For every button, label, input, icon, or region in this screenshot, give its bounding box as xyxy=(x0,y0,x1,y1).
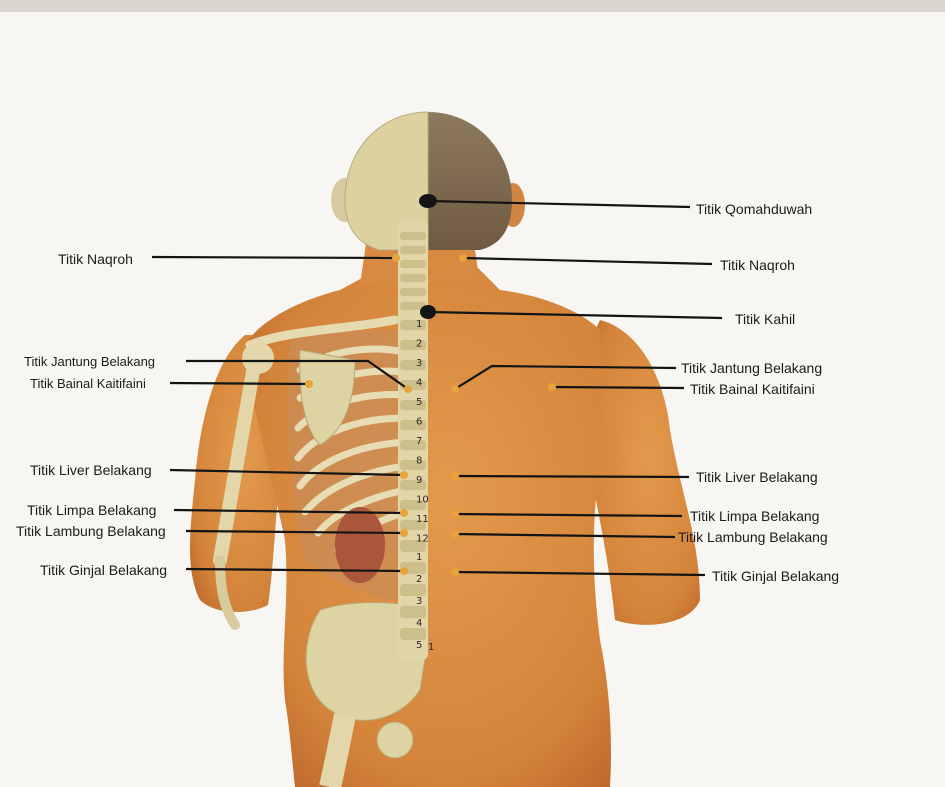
label-bainal-right: Titik Bainal Kaitifaini xyxy=(690,381,815,397)
line-bainal-left xyxy=(170,383,309,384)
label-bainal-left: Titik Bainal Kaitifaini xyxy=(30,376,146,392)
vertebra-number-thoracic-10: 10 xyxy=(416,495,429,506)
dot-qomahduwah xyxy=(419,194,437,208)
label-naqroh-right: Titik Naqroh xyxy=(720,257,795,273)
label-qomahduwah-right: Titik Qomahduwah xyxy=(696,201,812,217)
label-jantung-left: Titik Jantung Belakang xyxy=(24,354,155,370)
dot-liver-right xyxy=(451,472,459,480)
label-jantung-right: Titik Jantung Belakang xyxy=(681,360,822,376)
label-kahil-right: Titik Kahil xyxy=(735,311,795,327)
dot-naqroh-left xyxy=(392,254,400,262)
vertebra-number-thoracic-12: 12 xyxy=(416,534,429,545)
line-liver-right xyxy=(455,476,689,477)
vertebra-number-thoracic-4: 4 xyxy=(416,378,422,389)
dot-ginjal-right xyxy=(451,568,459,576)
vertebra-number-lumbar-1: 1 xyxy=(416,552,422,563)
label-lambung-right: Titik Lambung Belakang xyxy=(678,529,828,545)
label-lambung-left: Titik Lambung Belakang xyxy=(16,523,166,539)
vertebra-number-thoracic-7: 7 xyxy=(416,436,422,447)
dot-kahil xyxy=(420,305,436,319)
dot-lambung-left xyxy=(400,529,408,537)
label-naqroh-left: Titik Naqroh xyxy=(58,251,133,267)
femur xyxy=(330,715,345,787)
dot-limpa-right xyxy=(451,510,459,518)
dot-limpa-left xyxy=(400,509,408,517)
vertebra-number-lumbar-5: 5 xyxy=(416,640,422,651)
vertebra-number-thoracic-5: 5 xyxy=(416,397,422,408)
vertebra-number-thoracic-2: 2 xyxy=(416,339,422,350)
vertebra-number-lumbar-4: 4 xyxy=(416,618,422,629)
vertebra-number-thoracic-8: 8 xyxy=(416,456,422,467)
hip-joint xyxy=(377,722,413,758)
vertebra-number-thoracic-9: 9 xyxy=(416,475,422,486)
dot-ginjal-left xyxy=(400,567,408,575)
dot-naqroh-right xyxy=(459,254,467,262)
label-ginjal-left: Titik Ginjal Belakang xyxy=(40,562,167,578)
label-liver-right: Titik Liver Belakang xyxy=(696,469,818,485)
dot-bainal-right xyxy=(548,383,556,391)
dot-jantung-left xyxy=(404,385,412,393)
page-shadow-top xyxy=(0,0,945,12)
humerus-head xyxy=(242,342,274,374)
dot-liver-left xyxy=(400,471,408,479)
vertebra-number-thoracic-11: 11 xyxy=(416,514,429,525)
vertebra-number-lumbar-3: 3 xyxy=(416,596,422,607)
line-bainal-right xyxy=(552,387,684,388)
vertebra-number-thoracic-6: 6 xyxy=(416,417,422,428)
label-liver-left: Titik Liver Belakang xyxy=(30,462,152,478)
dot-jantung-right xyxy=(451,385,459,393)
label-limpa-right: Titik Limpa Belakang xyxy=(690,508,819,524)
dot-lambung-right xyxy=(451,530,459,538)
vertebra-number-lumbar-2: 2 xyxy=(416,574,422,585)
vertebra-number-sacral-1: 1 xyxy=(428,642,434,653)
line-naqroh-left xyxy=(152,257,396,258)
vertebra-number-thoracic-3: 3 xyxy=(416,358,422,369)
label-ginjal-right: Titik Ginjal Belakang xyxy=(712,568,839,584)
vertebra-number-thoracic-1: 1 xyxy=(416,319,422,330)
dot-bainal-left xyxy=(305,380,313,388)
label-limpa-left: Titik Limpa Belakang xyxy=(27,502,156,518)
